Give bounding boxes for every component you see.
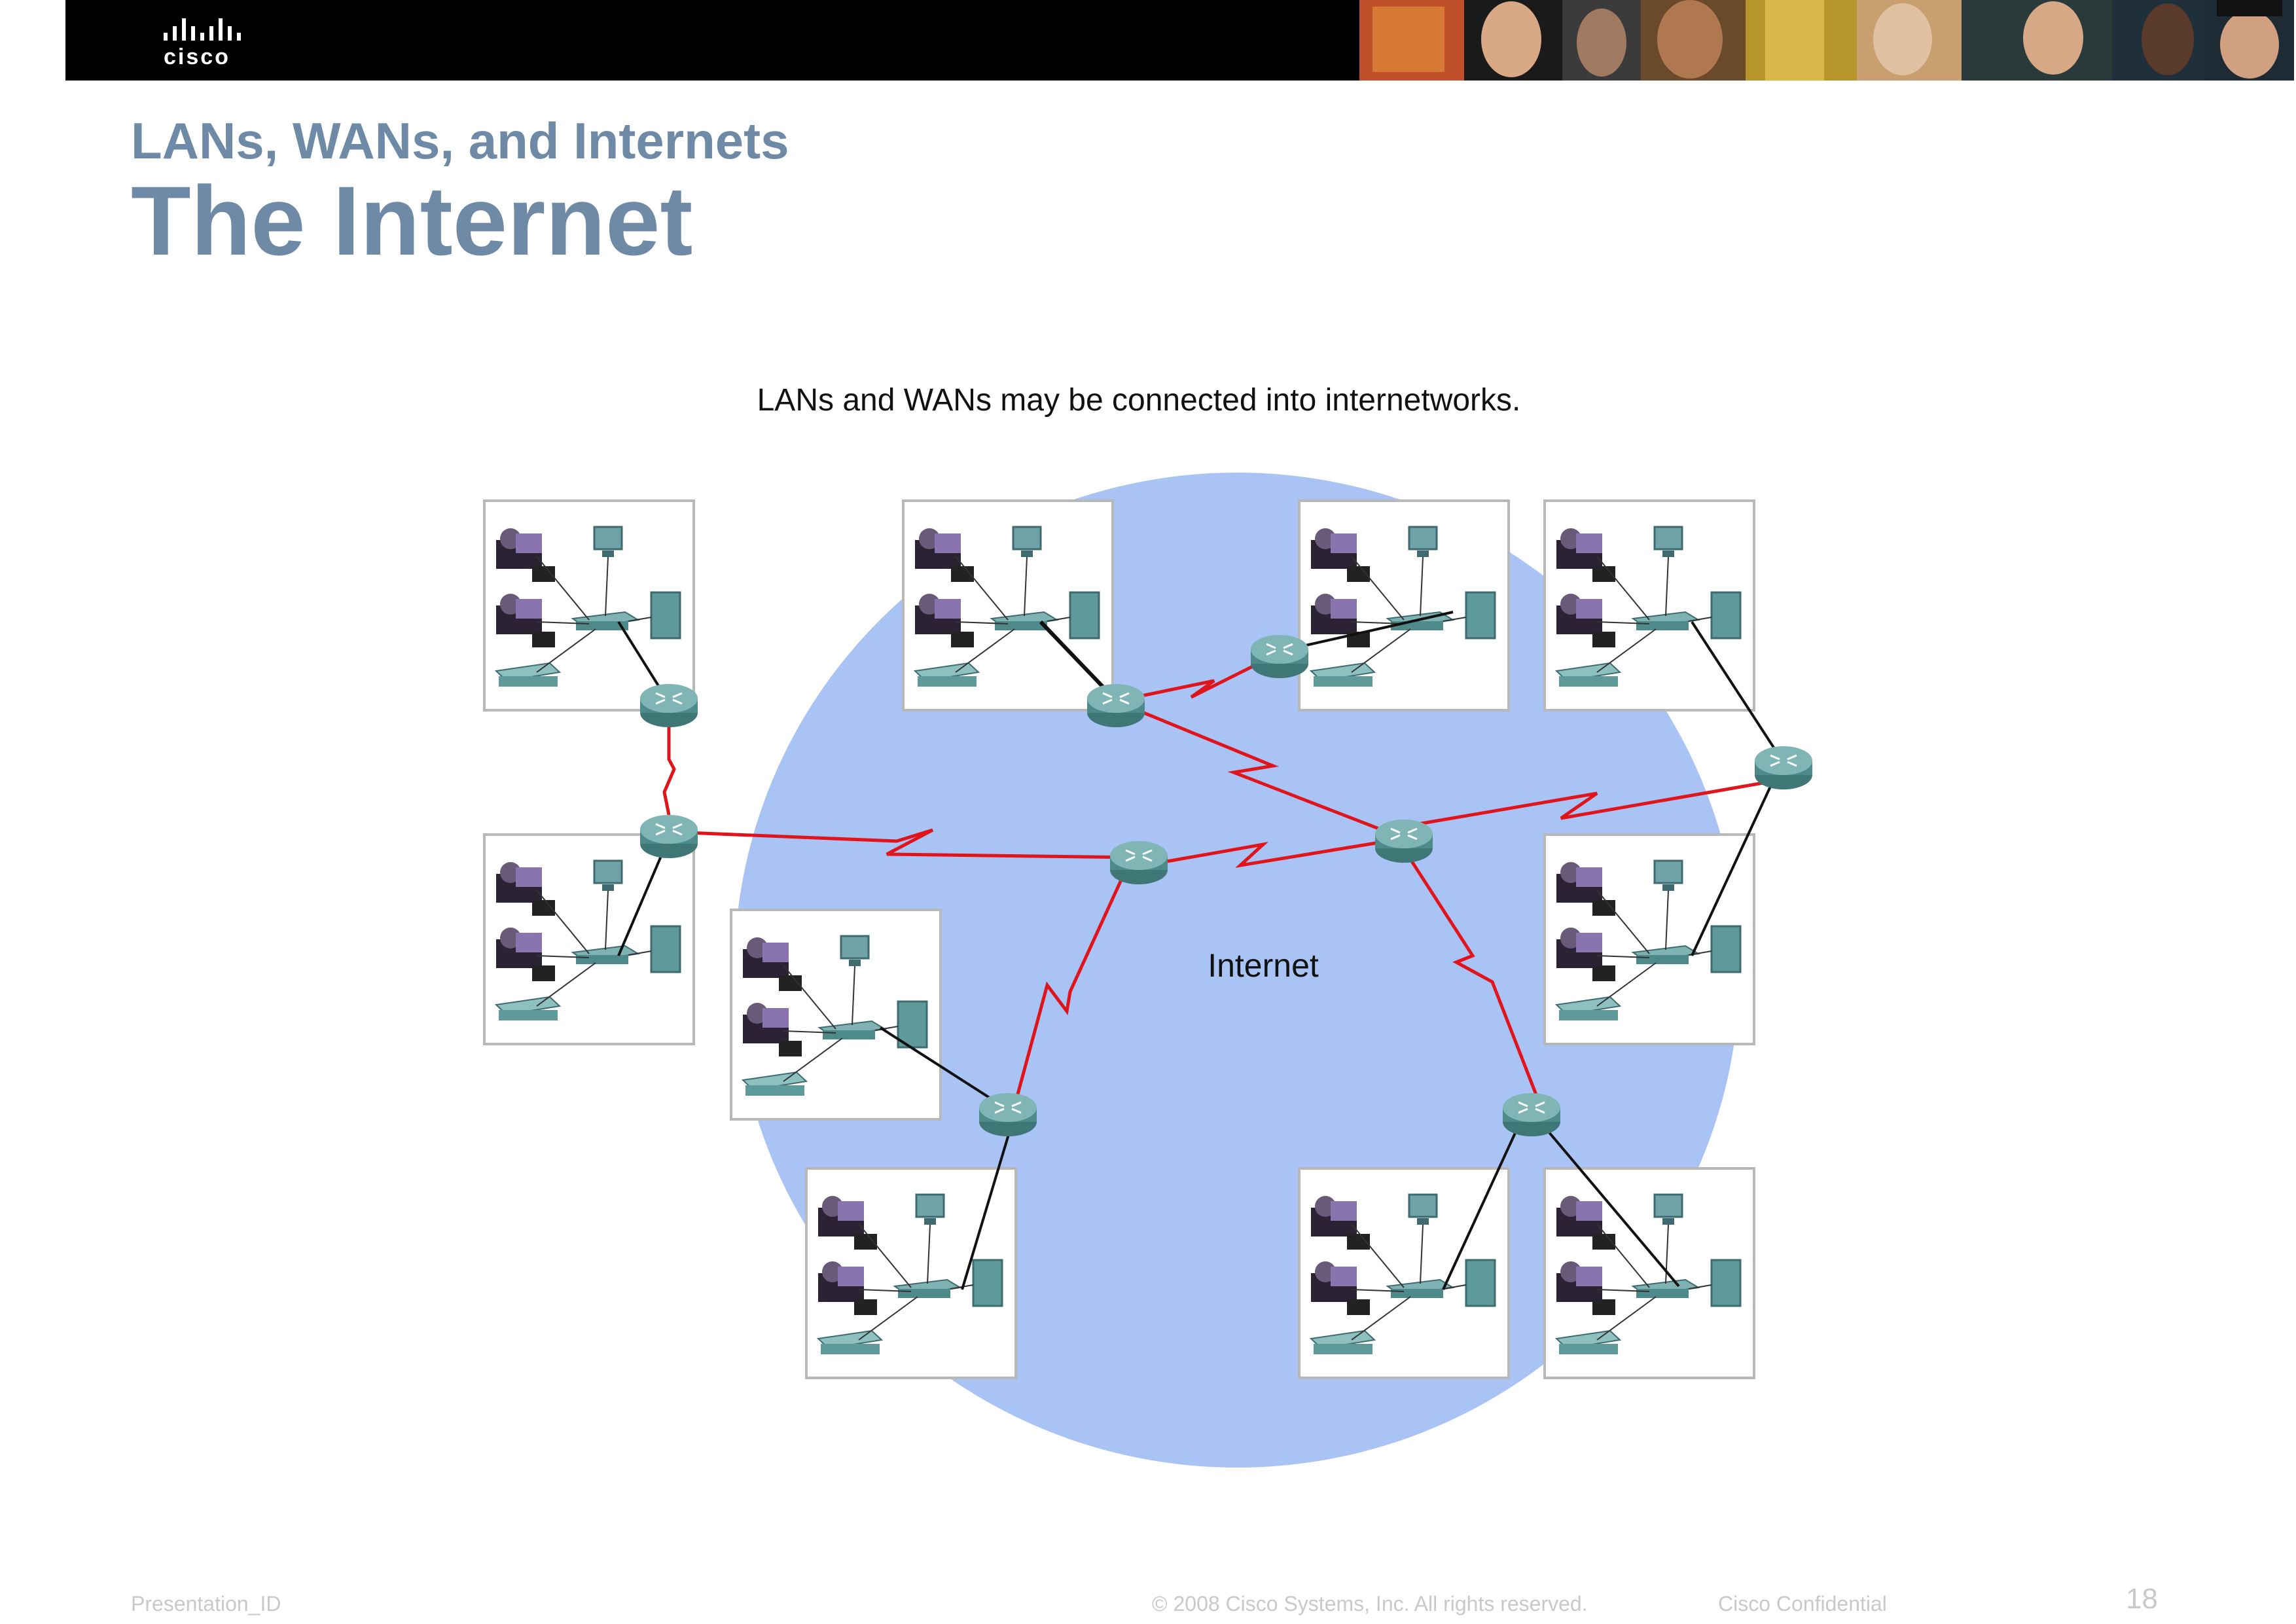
router-2 [639,814,699,859]
lan-box-4 [1543,499,1755,712]
cisco-logo: cisco [164,18,241,69]
router-5 [1109,840,1169,886]
lan-box-10 [1543,1167,1755,1379]
slide-subtitle: LANs, WANs, and Internets [131,112,789,170]
logo-text: cisco [164,45,230,69]
lan-box-5 [483,833,695,1045]
lan-box-1 [483,499,695,712]
lan-box-9 [1298,1167,1510,1379]
router-6 [1374,818,1434,864]
router-4 [1249,634,1310,679]
page-number: 18 [2126,1583,2158,1615]
lan-box-3 [1298,499,1510,712]
lan-box-7 [1543,833,1755,1045]
diagram-caption: LANs and WANs may be connected into inte… [757,383,1521,418]
router-8 [978,1092,1038,1138]
internet-label: Internet [1208,947,1319,984]
router-7 [1753,745,1814,791]
lan-box-6 [730,909,942,1121]
people-photo-strip [1359,0,2294,81]
lan-box-8 [805,1167,1017,1379]
footer-confidential: Cisco Confidential [1718,1592,1887,1615]
router-1 [639,683,699,729]
header-bar: cisco [65,0,2294,81]
router-9 [1501,1092,1562,1138]
router-3 [1086,683,1146,729]
wan-links [662,653,1768,1107]
footer-presentation-id: Presentation_ID [131,1592,281,1615]
slide-title: The Internet [131,166,693,276]
lan-box-2 [902,499,1114,712]
footer-copyright: © 2008 Cisco Systems, Inc. All rights re… [1152,1592,1588,1615]
